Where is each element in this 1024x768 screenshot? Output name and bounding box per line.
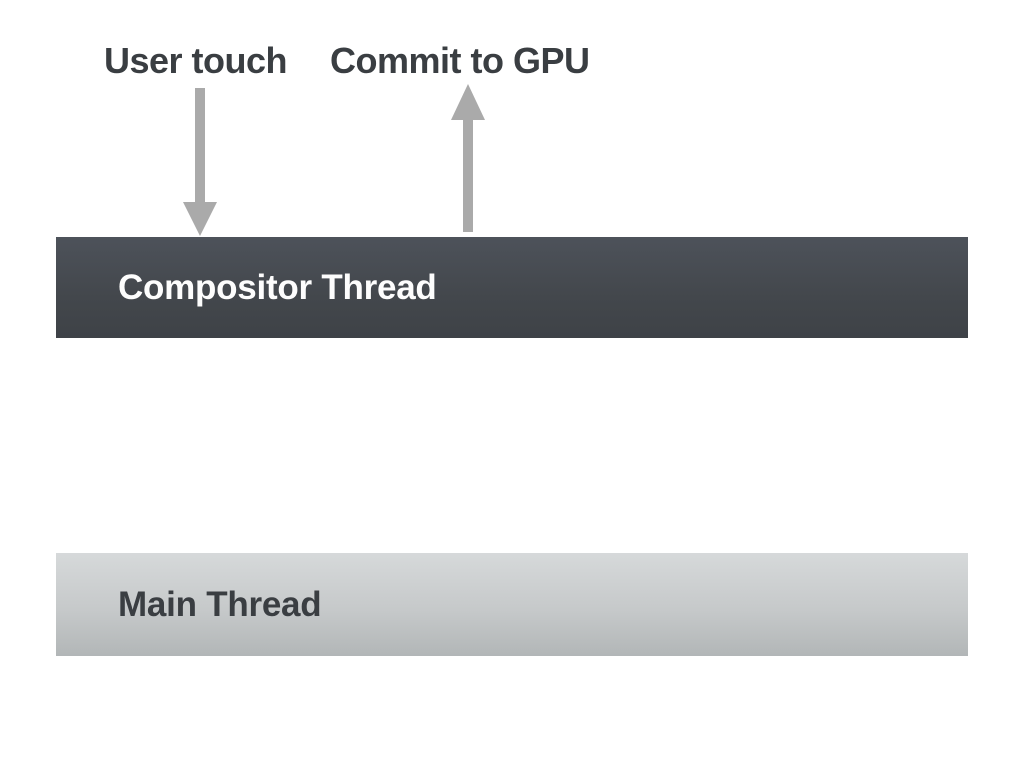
up-arrow-icon (451, 84, 485, 232)
commit-to-gpu-label: Commit to GPU (330, 40, 590, 81)
compositor-thread-bar: Compositor Thread (56, 237, 968, 338)
main-thread-bar: Main Thread (56, 553, 968, 656)
down-arrow-icon (183, 88, 217, 236)
compositor-thread-label: Compositor Thread (118, 267, 437, 307)
main-thread-label: Main Thread (118, 584, 322, 624)
user-touch-label: User touch (104, 40, 288, 81)
